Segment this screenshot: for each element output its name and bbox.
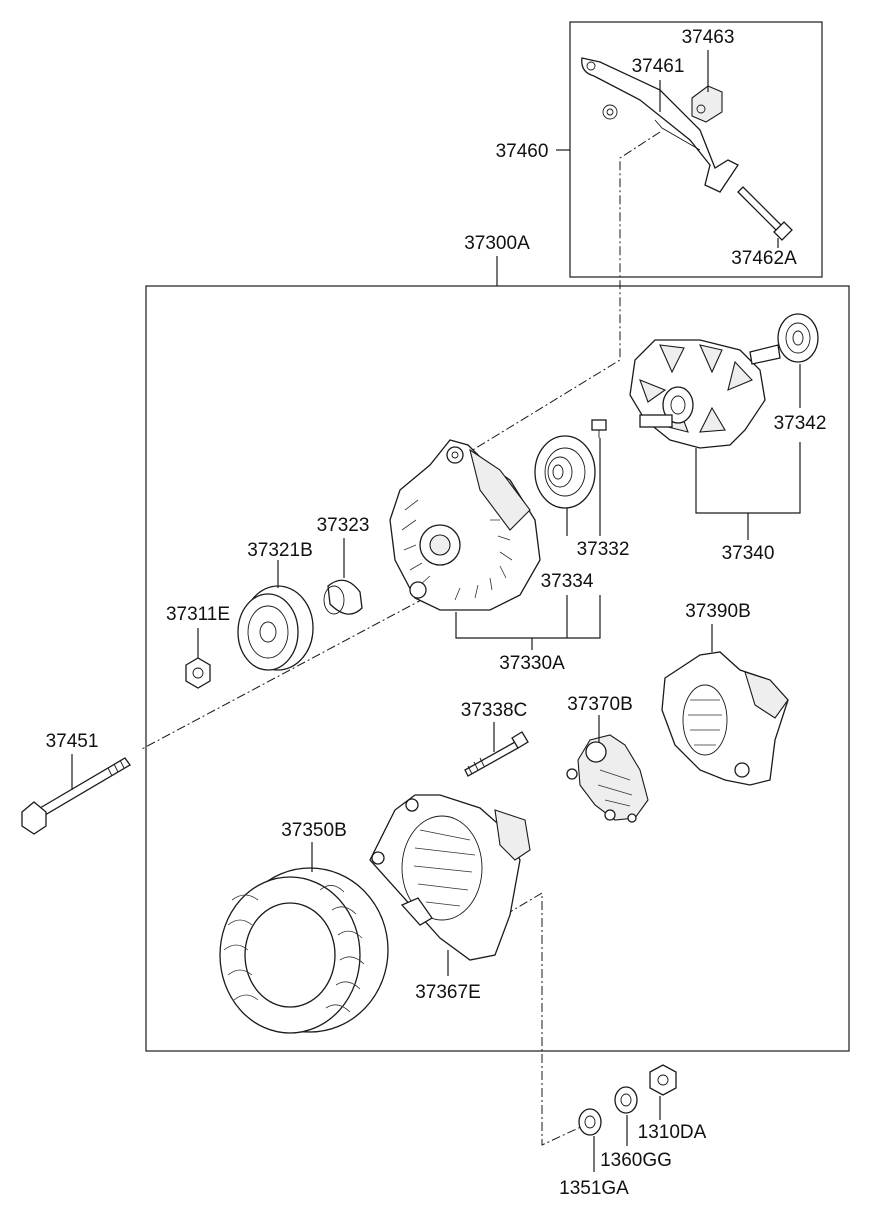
label-37460: 37460: [496, 141, 549, 162]
label-37300A: 37300A: [464, 233, 530, 254]
label-37311E: 37311E: [166, 604, 230, 625]
nut-1310DA-part: [649, 1064, 677, 1096]
sleeve-part: [691, 85, 723, 123]
bracket-group-box: [569, 21, 823, 278]
front-bearing-part: [534, 435, 596, 509]
label-37370B: 37370B: [567, 694, 633, 715]
bracket-part: [581, 57, 739, 193]
label-37463: 37463: [682, 27, 735, 48]
leader-lines: [71, 50, 801, 1172]
label-1360GG: 1360GG: [600, 1150, 672, 1171]
spacer-part: [323, 579, 363, 615]
label-37334: 37334: [541, 571, 594, 592]
washer-1360GG-part: [614, 1086, 638, 1114]
bolt-part: [464, 731, 529, 777]
label-37323: 37323: [317, 515, 370, 536]
label-37321B: 37321B: [247, 540, 313, 561]
through-bolt-part: [21, 757, 131, 835]
label-37462A: 37462A: [731, 248, 797, 269]
label-37367E: 37367E: [415, 982, 481, 1003]
label-37332: 37332: [577, 539, 630, 560]
regulator-part: [566, 734, 649, 823]
label-37451: 37451: [46, 731, 99, 752]
alignment-lines: [139, 131, 661, 1146]
bracket-bolt-part: [737, 186, 793, 241]
label-1351GA: 1351GA: [559, 1178, 629, 1199]
label-37461: 37461: [632, 56, 685, 77]
pulley-nut-part: [185, 657, 211, 689]
label-37350B: 37350B: [281, 820, 347, 841]
rear-cover-part: [661, 651, 789, 786]
washer-1351GA-part: [578, 1108, 602, 1136]
pulley-part: [237, 585, 314, 671]
label-37340: 37340: [722, 543, 775, 564]
label-37390B: 37390B: [685, 601, 751, 622]
label-37342: 37342: [774, 413, 827, 434]
front-housing-part: [389, 439, 541, 611]
label-37338C: 37338C: [461, 700, 528, 721]
label-1310DA: 1310DA: [638, 1122, 707, 1143]
screw-part: [591, 419, 607, 438]
rear-bearing-part: [777, 313, 819, 363]
stator-part: [219, 867, 389, 1034]
rear-housing-part: [369, 794, 531, 961]
rotor-part: [629, 339, 781, 449]
label-37330A: 37330A: [499, 653, 565, 674]
